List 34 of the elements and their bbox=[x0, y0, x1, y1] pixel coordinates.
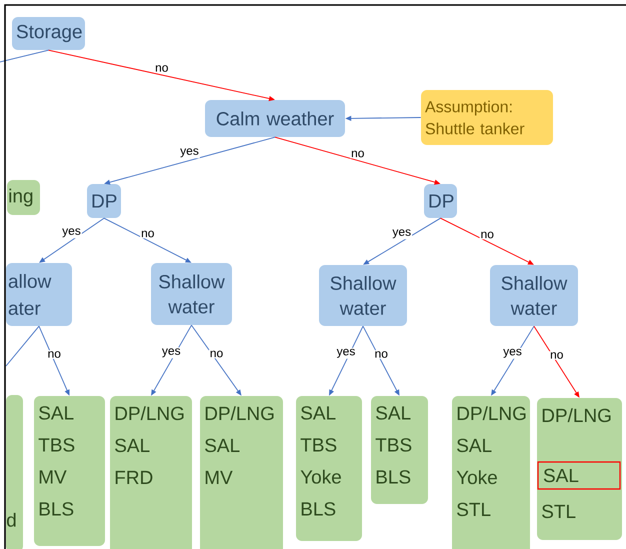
edge-label: no bbox=[48, 351, 60, 358]
decision-box: Storage bbox=[12, 17, 85, 50]
edge-label: yes bbox=[336, 348, 355, 358]
result-box: DP/LNG SAL Yoke STL bbox=[452, 396, 530, 549]
decision-box: DP bbox=[87, 184, 121, 218]
decision-box: allow ater bbox=[6, 263, 72, 326]
connector-line bbox=[6, 326, 40, 366]
edge-label: yes bbox=[180, 148, 198, 158]
decision-box: Shallow water bbox=[490, 265, 578, 326]
decision-box: Shallow water bbox=[151, 263, 232, 325]
edge-label: yes bbox=[503, 348, 522, 358]
decision-box: Shallow water bbox=[319, 265, 407, 326]
edge-label: no bbox=[156, 65, 168, 72]
edge-label: no bbox=[481, 232, 494, 238]
edge-label: no bbox=[375, 351, 388, 358]
result-box: DP/LNG SAL FRD bbox=[110, 396, 192, 549]
decision-box: Calm weather bbox=[205, 100, 345, 137]
edge-label: yes bbox=[392, 229, 411, 238]
assumption-box: Assumption: Shuttle tanker bbox=[421, 90, 553, 145]
result-box: SAL TBS MV BLS bbox=[34, 396, 105, 546]
edge-label: yes bbox=[162, 348, 180, 358]
result-box: DP/LNG SAL MV bbox=[200, 396, 283, 549]
edge-label: no bbox=[142, 230, 154, 238]
result-box: d bbox=[6, 395, 23, 549]
connector-line bbox=[0, 50, 49, 62]
edge-label: yes bbox=[62, 228, 80, 238]
decision-box: DP bbox=[424, 184, 457, 218]
result-box: ing bbox=[7, 180, 40, 215]
edge-label: no bbox=[210, 350, 223, 358]
result-box: SAL TBS Yoke BLS bbox=[296, 396, 362, 541]
edge-label: no bbox=[352, 150, 364, 158]
result-box: SAL TBS BLS bbox=[371, 396, 428, 504]
edge-label: no bbox=[550, 352, 563, 359]
highlight-box: SAL bbox=[537, 461, 621, 490]
